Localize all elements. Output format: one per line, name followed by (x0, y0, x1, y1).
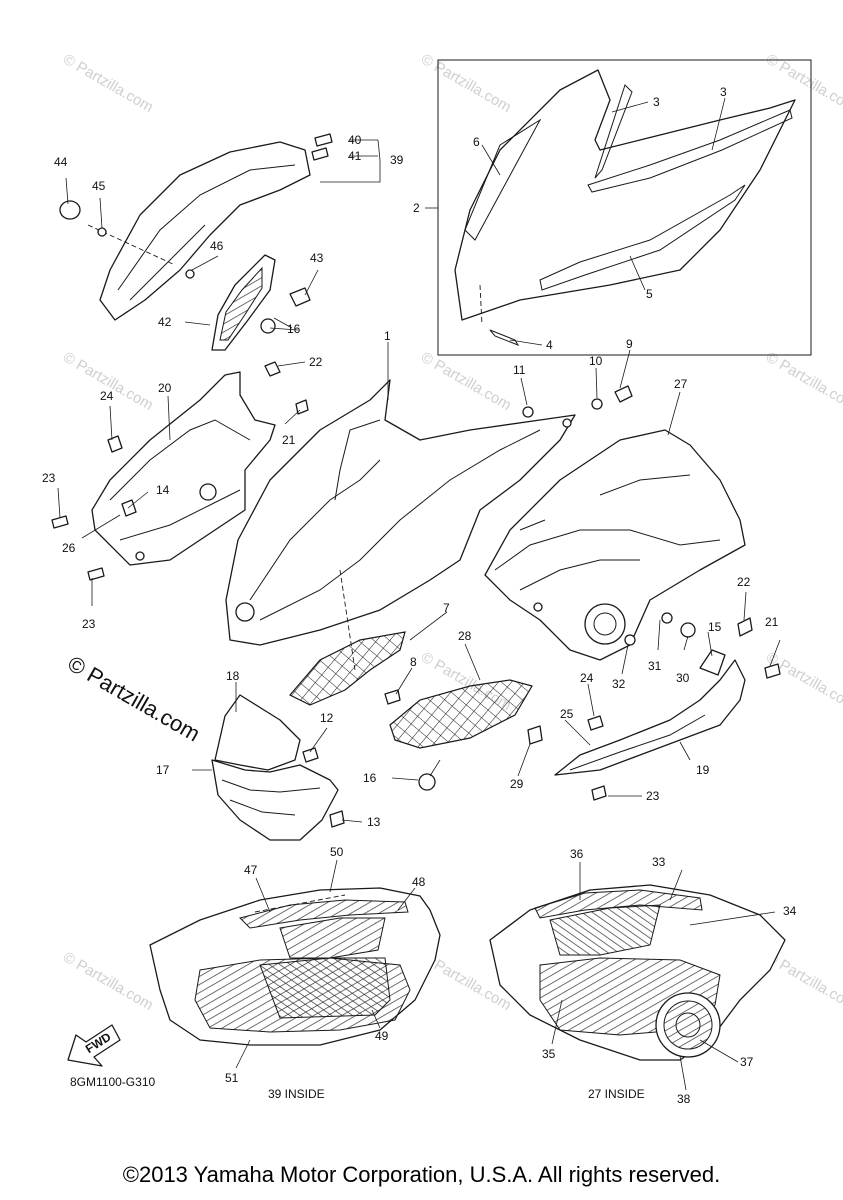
callout-50: 50 (330, 845, 344, 859)
callout-23: 23 (42, 471, 56, 485)
callout-15: 15 (708, 620, 722, 634)
right-side-cover (484, 429, 746, 661)
inside-label-27: 27 INSIDE (588, 1087, 645, 1101)
callout-36: 36 (570, 847, 584, 861)
callout-7: 7 (443, 601, 450, 615)
callout-35: 35 (542, 1047, 556, 1061)
callout-24: 24 (580, 671, 594, 685)
callout-10: 10 (589, 354, 603, 368)
callout-32: 32 (612, 677, 626, 691)
callout-6: 6 (473, 135, 480, 149)
graphic-set-box (437, 59, 812, 356)
callout-51: 51 (225, 1071, 239, 1085)
callout-13: 13 (367, 815, 381, 829)
callout-4: 4 (546, 338, 553, 352)
watermark-text: © Partzilla.com (60, 349, 156, 414)
callout-22: 22 (309, 355, 323, 369)
callout-45: 45 (92, 179, 106, 193)
callout-29: 29 (510, 777, 524, 791)
callout-34: 34 (783, 904, 797, 918)
callout-3: 3 (720, 85, 727, 99)
callout-14: 14 (156, 483, 170, 497)
callout-23: 23 (646, 789, 660, 803)
callout-47: 47 (244, 863, 258, 877)
watermark-text-dark: © Partzilla.com (64, 651, 205, 747)
leader-lines (57, 97, 781, 1091)
watermark-text: © Partzilla.com (60, 949, 156, 1014)
watermark-text: © Partzilla.com (60, 51, 156, 116)
callout-46: 46 (210, 239, 224, 253)
callout-3: 3 (653, 95, 660, 109)
callout-21: 21 (765, 615, 779, 629)
right-lower-cover (554, 649, 746, 801)
callout-24: 24 (100, 389, 114, 403)
rear-cover-assembly (59, 133, 333, 351)
callout-44: 44 (54, 155, 68, 169)
watermark-text: © Partzilla.com (418, 51, 514, 116)
callout-19: 19 (696, 763, 710, 777)
callout-18: 18 (226, 669, 240, 683)
grille-parts (289, 631, 543, 791)
callout-33: 33 (652, 855, 666, 869)
callout-16: 16 (363, 771, 377, 785)
watermark-text: © Partzilla.com (418, 349, 514, 414)
watermark-text: © Partzilla.com (763, 649, 843, 714)
callout-28: 28 (458, 629, 472, 643)
callout-41: 41 (348, 149, 362, 163)
watermark-text: © Partzilla.com (763, 349, 843, 414)
callout-22: 22 (737, 575, 751, 589)
inside-label-39: 39 INSIDE (268, 1087, 325, 1101)
hardware-right (522, 385, 781, 679)
callout-49: 49 (375, 1029, 389, 1043)
callout-labels: 1 2 3 3 4 5 6 7 8 9 10 11 12 13 14 15 16… (42, 85, 797, 1106)
center-side-cover (225, 379, 576, 671)
callout-48: 48 (412, 875, 426, 889)
callout-1: 1 (384, 329, 391, 343)
callout-26: 26 (62, 541, 76, 555)
callout-31: 31 (648, 659, 662, 673)
callout-16: 16 (287, 322, 301, 336)
callout-39: 39 (390, 153, 404, 167)
callout-38: 38 (677, 1092, 691, 1106)
inside-view-39 (149, 887, 441, 1046)
callout-12: 12 (320, 711, 334, 725)
callout-2: 2 (413, 201, 420, 215)
callout-17: 17 (156, 763, 170, 777)
callout-40: 40 (348, 133, 362, 147)
callout-11: 11 (513, 363, 526, 377)
copyright-footer: ©2013 Yamaha Motor Corporation, U.S.A. A… (122, 1162, 721, 1187)
callout-25: 25 (560, 707, 574, 721)
callout-9: 9 (626, 337, 633, 351)
fwd-arrow-icon: FWD (67, 1024, 121, 1067)
callout-37: 37 (740, 1055, 754, 1069)
callout-5: 5 (646, 287, 653, 301)
callout-30: 30 (676, 671, 690, 685)
inside-view-27 (489, 884, 786, 1061)
callout-42: 42 (158, 315, 172, 329)
callout-23: 23 (82, 617, 96, 631)
callout-27: 27 (674, 377, 688, 391)
callout-20: 20 (158, 381, 172, 395)
diagram-code: 8GM1100-G310 (70, 1075, 155, 1089)
front-lower-cover (211, 694, 345, 841)
callout-43: 43 (310, 251, 324, 265)
callout-21: 21 (282, 433, 296, 447)
callout-8: 8 (410, 655, 417, 669)
